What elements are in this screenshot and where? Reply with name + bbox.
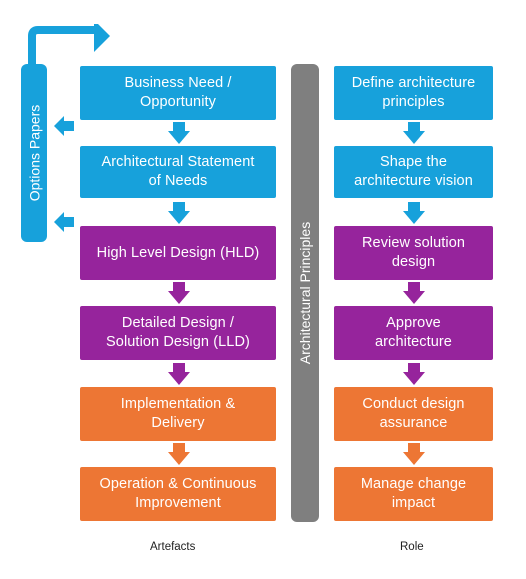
arrow-down-icon xyxy=(403,363,425,385)
artefacts-caption: Artefacts xyxy=(150,541,196,553)
role-define-principles: Define architecture principles xyxy=(334,66,493,120)
artefact-high-level-design: High Level Design (HLD) xyxy=(80,226,276,280)
role-design-assurance: Conduct design assurance xyxy=(334,387,493,441)
arrow-left-icon xyxy=(54,212,74,232)
arrow-down-icon xyxy=(403,202,425,224)
arrow-down-icon xyxy=(168,122,190,144)
role-manage-change: Manage change impact xyxy=(334,467,493,521)
arrow-down-icon xyxy=(168,443,190,465)
arrow-down-icon xyxy=(168,363,190,385)
artefact-detailed-design: Detailed Design / Solution Design (LLD) xyxy=(80,306,276,360)
role-shape-vision: Shape the architecture vision xyxy=(334,146,493,198)
arrow-down-icon xyxy=(403,122,425,144)
arrow-down-icon xyxy=(403,282,425,304)
artefact-implementation: Implementation & Delivery xyxy=(80,387,276,441)
options-papers-label: Options Papers xyxy=(26,104,42,202)
role-caption: Role xyxy=(400,541,424,553)
arrow-down-icon xyxy=(168,282,190,304)
artefact-architectural-statement: Architectural Statement of Needs xyxy=(80,146,276,198)
artefact-business-need: Business Need / Opportunity xyxy=(80,66,276,120)
options-papers-bar: Options Papers xyxy=(21,64,47,242)
loop-arrow-icon xyxy=(28,24,110,68)
arrow-left-icon xyxy=(54,116,74,136)
arrow-down-icon xyxy=(168,202,190,224)
role-review-design: Review solution design xyxy=(334,226,493,280)
arrow-down-icon xyxy=(403,443,425,465)
architectural-principles-label: Architectural Principles xyxy=(297,221,314,365)
architectural-principles-bar: Architectural Principles xyxy=(291,64,319,522)
artefact-operation: Operation & Continuous Improvement xyxy=(80,467,276,521)
role-approve-architecture: Approve architecture xyxy=(334,306,493,360)
